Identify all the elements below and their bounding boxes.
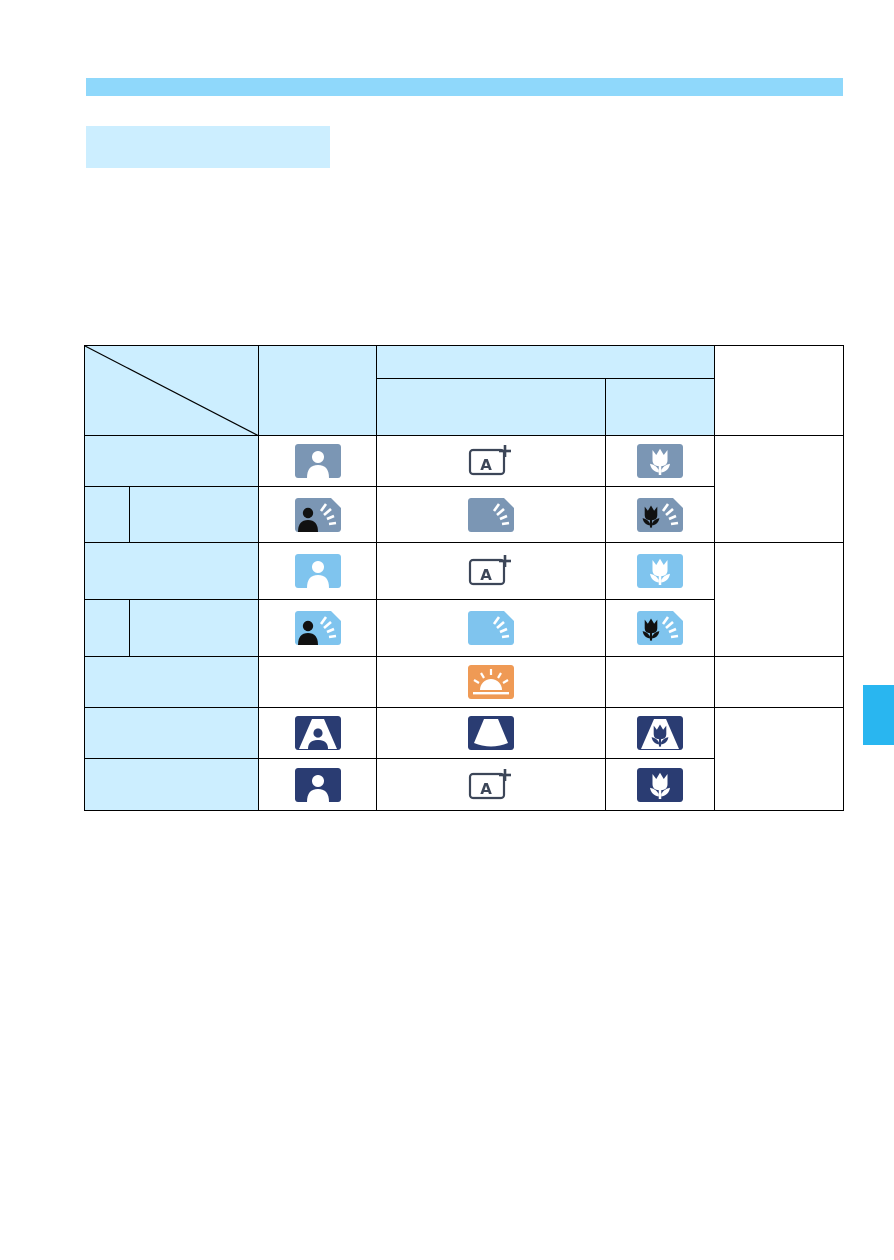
row-indent-2 [84, 599, 130, 657]
backlit-macro-icon [637, 497, 683, 532]
auto-plus-icon: A [468, 768, 514, 802]
scene-icon-table: A A [84, 345, 844, 811]
portrait-icon [294, 767, 341, 802]
icon-cell [605, 758, 715, 811]
svg-text:A: A [480, 566, 492, 584]
backlight-icon [468, 497, 514, 532]
icon-cell [258, 486, 377, 543]
icon-cell [258, 599, 377, 657]
header-bar [86, 78, 843, 96]
header-cell-sub-1 [376, 378, 606, 436]
portrait-icon [294, 444, 341, 478]
macro-icon [637, 444, 683, 478]
icon-cell [376, 656, 606, 708]
icon-cell [605, 486, 715, 543]
auto-plus-icon: A [468, 554, 514, 588]
svg-text:A: A [480, 456, 492, 474]
icon-cell [605, 599, 715, 657]
table-corner-cell [84, 345, 259, 436]
right-cell-3 [714, 656, 844, 708]
icon-cell [258, 542, 377, 600]
icon-cell [605, 707, 715, 759]
icon-cell: A [376, 542, 606, 600]
spotlight-macro-icon [637, 716, 683, 750]
spotlight-portrait-icon [294, 716, 341, 750]
sunset-icon [468, 665, 514, 699]
icon-cell [376, 707, 606, 759]
right-cell-4 [714, 707, 844, 811]
diagonal-divider [85, 346, 259, 436]
row-sublabel-2 [129, 599, 259, 657]
header-cell-subject [258, 345, 377, 436]
icon-cell [376, 486, 606, 543]
right-cell-2 [714, 542, 844, 657]
icon-cell [376, 599, 606, 657]
section-title-box [86, 126, 330, 168]
icon-cell: A [376, 435, 606, 487]
icon-cell [605, 435, 715, 487]
header-cell-group [376, 345, 715, 379]
empty-cell [258, 656, 377, 708]
auto-plus-icon: A [468, 444, 514, 478]
row-sublabel-1 [129, 486, 259, 543]
empty-cell [605, 656, 715, 708]
icon-cell [605, 542, 715, 600]
row-label-1 [84, 435, 259, 487]
row-label-3 [84, 656, 259, 708]
backlit-macro-icon [637, 611, 683, 645]
icon-cell [258, 758, 377, 811]
row-label-5 [84, 758, 259, 811]
right-cell-1 [714, 435, 844, 543]
icon-cell [258, 707, 377, 759]
header-cell-sub-2 [605, 378, 715, 436]
icon-cell: A [376, 758, 606, 811]
backlit-portrait-icon [294, 497, 341, 532]
macro-icon [637, 767, 683, 802]
row-label-4 [84, 707, 259, 759]
backlit-portrait-icon [294, 611, 341, 645]
header-cell-right [714, 345, 844, 436]
spotlight-icon [468, 716, 514, 750]
row-indent-1 [84, 486, 130, 543]
icon-cell [258, 435, 377, 487]
svg-text:A: A [480, 780, 492, 798]
macro-icon [637, 554, 683, 588]
backlight-icon [468, 611, 514, 645]
chapter-side-tab [863, 685, 894, 745]
portrait-icon [294, 554, 341, 588]
row-label-2 [84, 542, 259, 600]
